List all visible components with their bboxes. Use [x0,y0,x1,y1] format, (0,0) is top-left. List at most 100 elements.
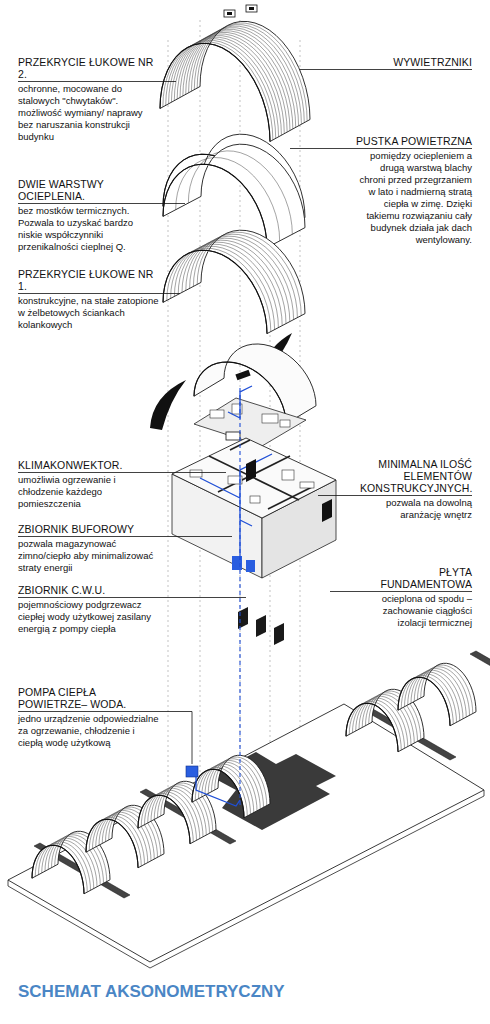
leader-lines [18,70,472,765]
leader-line [290,148,472,149]
corrugation-line [197,23,307,121]
leader-line [18,203,185,204]
furniture [262,414,278,423]
callout-heading: ZBIORNIK BUFOROWY [18,523,154,535]
arch-edge [163,250,267,333]
corrugation-line [191,26,301,124]
corrugation-line [35,844,87,892]
furniture [190,470,202,477]
corrugation-line [202,764,254,812]
corrugation-line [189,28,299,126]
callout-heading: MINIMALNA ILOŚĆ ELEMENTÓW KONSTRUKCYJNYC… [360,458,472,494]
corrugation-line [180,32,290,130]
callout-text: konstrukcyjne, na stałe zatopione w żelb… [18,295,160,331]
heat-pump [186,766,198,777]
callout-text: pojemnościowy podgrzewacz ciepłej wody u… [18,599,160,635]
leader-line [318,495,472,496]
callout-text: pomiędzy ociepleniem a drugą warstwą bla… [354,150,472,246]
callout-text: pozwala magazynować zimno/ciepło aby min… [18,538,154,574]
corrugation-line [177,34,287,132]
callout-text: jedno urządzenie odpowiedzialne za ogrze… [18,713,160,749]
ground-module [172,438,336,578]
corrugation-line [176,158,280,241]
leader-line [18,81,176,82]
interior-wall [268,487,312,509]
convector-unit [226,432,240,440]
arch-edge [346,703,398,751]
pipe [200,454,272,560]
window-panel [256,615,266,637]
leader-line [18,293,180,294]
roof-vent-slot [249,7,254,10]
dhw-tank [246,560,255,572]
module-floor [194,398,306,446]
corrugation-line [401,676,453,724]
callout-text: bez mostków termicznych. Pozwala to uzys… [18,205,160,253]
furniture [300,482,314,488]
window-panel [274,623,284,645]
corrugation-line [169,39,279,137]
callout-text: ocieplona od spodu – zachowanie ciągłośc… [360,593,472,629]
arched-roof-2 [160,21,310,141]
corrugation-line [89,818,141,866]
arch-edge [194,362,286,424]
roof-vent [224,10,235,17]
pipe [196,776,240,806]
callout-heading: KLIMAKONWEKTOR. [18,459,154,471]
pipe-riser [239,388,240,806]
corrugation-line [408,672,460,720]
corrugation-line [167,248,271,331]
site-vault [398,663,476,725]
callout-heading: PRZEKRYCIE ŁUKOWE NR 2. [18,56,160,80]
corrugation-line [349,702,401,750]
arch-edge [32,845,84,893]
corrugation-line [183,31,293,129]
callout-heading: DWIE WARSTWY OCIEPLENIA. [18,178,160,202]
callout-text: ochronne, mocowane do stalowych "chwytak… [18,83,160,143]
door-panel [322,499,332,522]
callout-heading: PRZEKRYCIE ŁUKOWE NR 1. [18,268,160,292]
corrugation-line [208,761,260,809]
corrugation-line [141,794,193,842]
callout-heading: PUSTKA POWIETRZNA [354,135,472,147]
corrugation-line [418,667,470,715]
window-panels [226,432,284,645]
corrugation-line [171,246,275,329]
corrugation-line [166,40,276,138]
leader-line [18,597,246,598]
window [235,370,250,380]
knee-wall [150,380,186,430]
module-floor [172,438,336,518]
corrugation-line [212,759,264,807]
corrugation-line [171,37,281,135]
projection-line [168,40,169,880]
furniture [282,470,294,480]
leader-line [18,472,226,473]
arch-edge [160,43,270,141]
corrugation-line [414,669,466,717]
callout-text: umożliwia ogrzewanie i chłodzenie każdeg… [18,474,154,510]
arch-edge [398,677,450,725]
callout-heading: WYWIETRZNIKI [352,56,472,68]
leader-line [330,591,472,592]
corrugation-line [182,240,286,323]
leader-line [18,711,192,712]
corrugation-line [190,236,294,319]
interior-wall [209,456,299,500]
site-vault [192,755,270,817]
callout-text: pozwala na dowolną aranżację wnętrz [360,497,472,521]
projection-line [200,20,201,860]
corrugation-line [197,232,301,315]
furniture [250,496,260,503]
callout-heading: ZBIORNIK C.W.U. [18,584,160,596]
furniture [280,420,290,427]
arch-edge [86,819,138,867]
corrugation-line [193,234,297,317]
corrugation-line [163,42,273,140]
corrugation-line [178,242,282,325]
callout-heading: PŁYTA FUNDAMENTOWA [360,566,472,590]
corrugation-line [188,151,292,234]
upper-module [194,344,316,446]
door-panel [246,459,256,482]
